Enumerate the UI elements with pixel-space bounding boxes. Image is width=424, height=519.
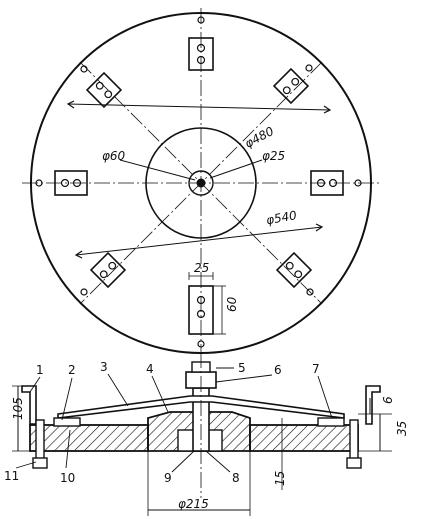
dim-diameter-25: φ25 — [262, 149, 285, 163]
bolt-hole-top-left — [80, 65, 88, 73]
leader-3 — [107, 373, 129, 407]
dim-line-540 — [75, 226, 323, 256]
mounting-pad-left — [35, 170, 88, 196]
section-view — [12, 352, 392, 516]
plan-view — [22, 8, 382, 354]
mounting-pad-bottom-right — [275, 251, 313, 289]
bolt-hole-bottom-left — [80, 288, 88, 296]
clamp-left — [21, 385, 37, 425]
nut-right — [346, 457, 362, 469]
dim-line-480 — [67, 103, 331, 111]
part-label-3: 3 — [100, 360, 108, 374]
dim-pad-height-60: 60 — [225, 296, 239, 312]
mounting-pad-top-right — [272, 67, 310, 105]
mounting-pad-right — [310, 170, 362, 196]
part-label-8: 8 — [232, 471, 240, 485]
leader-7 — [317, 375, 333, 419]
dim-diameter-60: φ60 — [102, 149, 126, 163]
leader-8 — [205, 450, 231, 473]
mounting-pad-top-left — [85, 71, 123, 109]
bolt-hole-top-right — [305, 64, 313, 72]
leader-9 — [171, 450, 195, 473]
clamp-right — [365, 385, 381, 425]
mounting-pad-bottom — [188, 272, 226, 348]
dim-height-35: 35 — [395, 421, 409, 436]
leader-10 — [65, 429, 71, 469]
part-label-10: 10 — [60, 471, 75, 485]
part-label-11: 11 — [4, 469, 19, 483]
base-plate-right — [249, 424, 359, 452]
part-label-2: 2 — [68, 363, 76, 377]
arrow-540-right — [315, 223, 324, 232]
clamp-pad-left — [53, 417, 81, 427]
bolt-hole-bottom-right — [306, 288, 314, 296]
dim-pad-width-25: 25 — [194, 261, 209, 275]
dim-diameter-480: φ480 — [242, 124, 276, 151]
part-label-1: 1 — [36, 363, 44, 377]
dim-line-60-leader — [119, 159, 196, 181]
part-label-6: 6 — [274, 363, 282, 377]
part-label-7: 7 — [312, 362, 320, 376]
leader-4 — [151, 375, 169, 413]
dim-line-25-leader — [209, 159, 263, 179]
base-plate-left — [29, 424, 149, 452]
part-label-9: 9 — [164, 471, 172, 485]
dim-diameter-215: φ215 — [178, 497, 209, 511]
leader-2 — [61, 377, 73, 421]
nut-left — [32, 457, 48, 469]
dim-thickness-15: 15 — [273, 471, 287, 486]
arrow-480-right — [323, 105, 332, 114]
dim-height-6: 6 — [381, 396, 395, 404]
mounting-pad-bottom-left — [89, 251, 127, 289]
dim-diameter-540: φ540 — [265, 208, 298, 227]
arrow-540-left — [74, 250, 83, 259]
part-label-4: 4 — [146, 362, 154, 376]
dim-height-105: 105 — [11, 397, 25, 420]
leader-11 — [15, 461, 37, 469]
clamp-pad-right — [317, 417, 345, 427]
centerline-diag-2 — [79, 61, 323, 305]
leader-6 — [215, 374, 273, 383]
mounting-pad-top — [188, 16, 214, 71]
arrow-480-left — [66, 100, 75, 109]
leader-1 — [29, 376, 41, 393]
part-label-5: 5 — [238, 361, 246, 375]
